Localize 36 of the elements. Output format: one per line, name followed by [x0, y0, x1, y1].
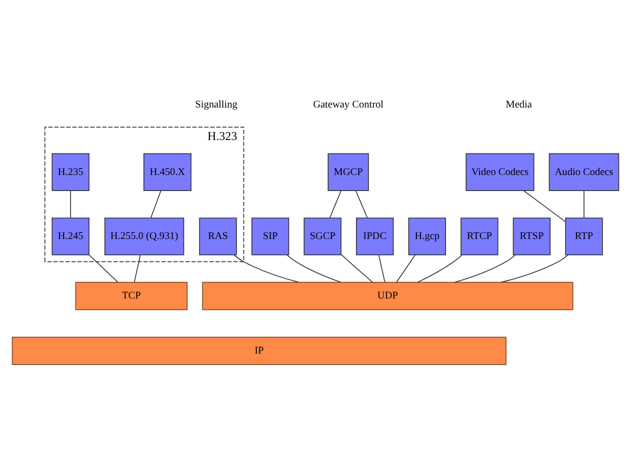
node-box: H.255.0 (Q.931) [104, 218, 184, 256]
connector [150, 190, 162, 218]
connector [286, 254, 342, 283]
node-box: H.gcp [408, 218, 446, 256]
node-box: SIP [251, 218, 290, 256]
connector [454, 254, 516, 283]
connector [88, 254, 118, 283]
label: Media [506, 100, 532, 111]
node-box: MGCP [328, 153, 369, 191]
label: Signalling [195, 100, 238, 111]
node-box: H.235 [52, 153, 90, 191]
connector [523, 190, 566, 222]
node-box: Audio Codecs [548, 153, 620, 191]
node-box: UDP [202, 282, 574, 310]
connector [396, 254, 416, 283]
node-box: RTSP [512, 218, 551, 256]
connector [378, 254, 386, 283]
connector [234, 254, 300, 283]
node-box: H.245 [52, 218, 90, 256]
node-box: Video Codecs [466, 153, 534, 191]
connector [417, 254, 462, 283]
connector [500, 254, 568, 283]
node-box: IP [12, 336, 506, 365]
label: Gateway Control [313, 100, 384, 111]
node-box: SGCP [304, 218, 342, 256]
node-box: H.450.X [143, 153, 192, 191]
connector [70, 190, 71, 218]
node-box: RTCP [460, 218, 498, 256]
connector [340, 254, 374, 283]
connector [329, 190, 342, 218]
node-box: IPDC [356, 218, 394, 256]
connector [134, 254, 141, 283]
node-box: RTP [565, 218, 603, 256]
node-box: RAS [199, 218, 237, 256]
connector [355, 190, 368, 218]
node-box: TCP [75, 282, 188, 310]
